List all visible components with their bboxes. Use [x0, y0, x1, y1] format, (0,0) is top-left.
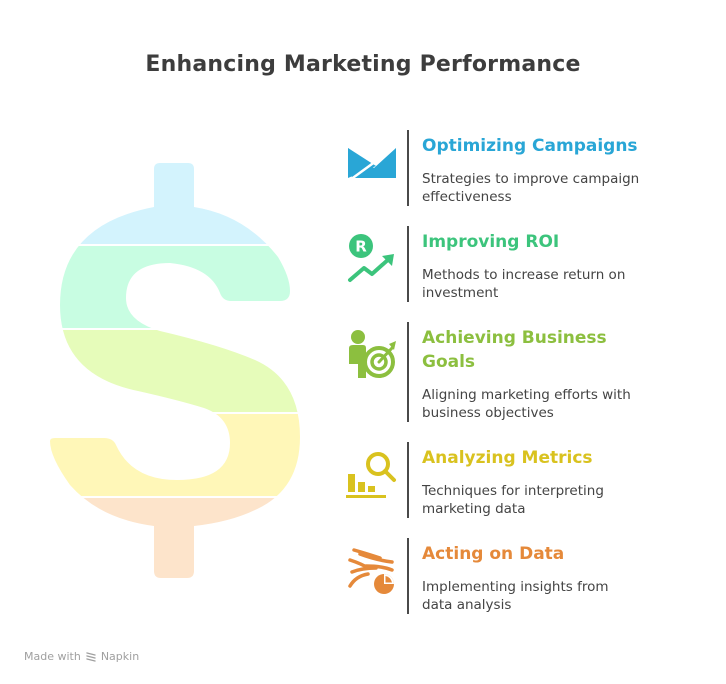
- dollar-sign-graphic: [50, 163, 300, 578]
- divider: [407, 322, 409, 422]
- item-analyzing-metrics: Analyzing Metrics Techniques for interpr…: [340, 442, 710, 518]
- description-line: Aligning marketing efforts with: [422, 387, 631, 403]
- item-improving-roi: R Improving ROI Methods to increase retu…: [340, 226, 710, 302]
- description-line: Strategies to improve campaign: [422, 171, 640, 187]
- divider: [407, 442, 409, 518]
- item-optimizing-campaigns: Optimizing Campaigns Strategies to impro…: [340, 130, 710, 206]
- item-heading: Improving ROI: [422, 232, 560, 252]
- divider: [407, 538, 409, 614]
- divider: [407, 226, 409, 302]
- napkin-brand-label: Napkin: [100, 650, 140, 663]
- heading-line: Achieving Business: [422, 328, 607, 348]
- description-line: Techniques for interpreting: [422, 483, 604, 499]
- envelope-icon: [348, 146, 396, 182]
- item-achieving-business-goals: Achieving Business Goals Aligning market…: [340, 322, 710, 422]
- item-description: Methods to increase return on investment: [422, 266, 722, 302]
- item-heading: Analyzing Metrics: [422, 448, 593, 468]
- description-line: Methods to increase return on: [422, 267, 626, 283]
- description-line: data analysis: [422, 597, 512, 613]
- svg-text:R: R: [355, 238, 367, 256]
- item-description: Implementing insights from data analysis: [422, 578, 722, 614]
- item-heading: Optimizing Campaigns: [422, 136, 638, 156]
- roi-growth-icon: R: [348, 234, 394, 282]
- data-flow-pie-icon: [348, 548, 394, 594]
- item-heading: Achieving Business Goals: [422, 326, 722, 374]
- description-line: marketing data: [422, 501, 526, 517]
- page-title: Enhancing Marketing Performance: [145, 52, 581, 77]
- item-description: Strategies to improve campaign effective…: [422, 170, 722, 206]
- description-line: Implementing insights from: [422, 579, 609, 595]
- made-with-label: Made with: [24, 650, 81, 663]
- napkin-watermark: Made with Napkin: [24, 650, 139, 663]
- item-acting-on-data: Acting on Data Implementing insights fro…: [340, 538, 710, 614]
- item-description: Techniques for interpreting marketing da…: [422, 482, 722, 518]
- chart-magnifier-icon: [346, 452, 396, 498]
- divider: [407, 130, 409, 206]
- item-description: Aligning marketing efforts with business…: [422, 386, 722, 422]
- napkin-logo-icon: [86, 651, 96, 662]
- person-target-icon: [349, 330, 396, 378]
- description-line: business objectives: [422, 405, 554, 421]
- description-line: investment: [422, 285, 499, 301]
- description-line: effectiveness: [422, 189, 512, 205]
- heading-line: Goals: [422, 352, 476, 372]
- item-heading: Acting on Data: [422, 544, 565, 564]
